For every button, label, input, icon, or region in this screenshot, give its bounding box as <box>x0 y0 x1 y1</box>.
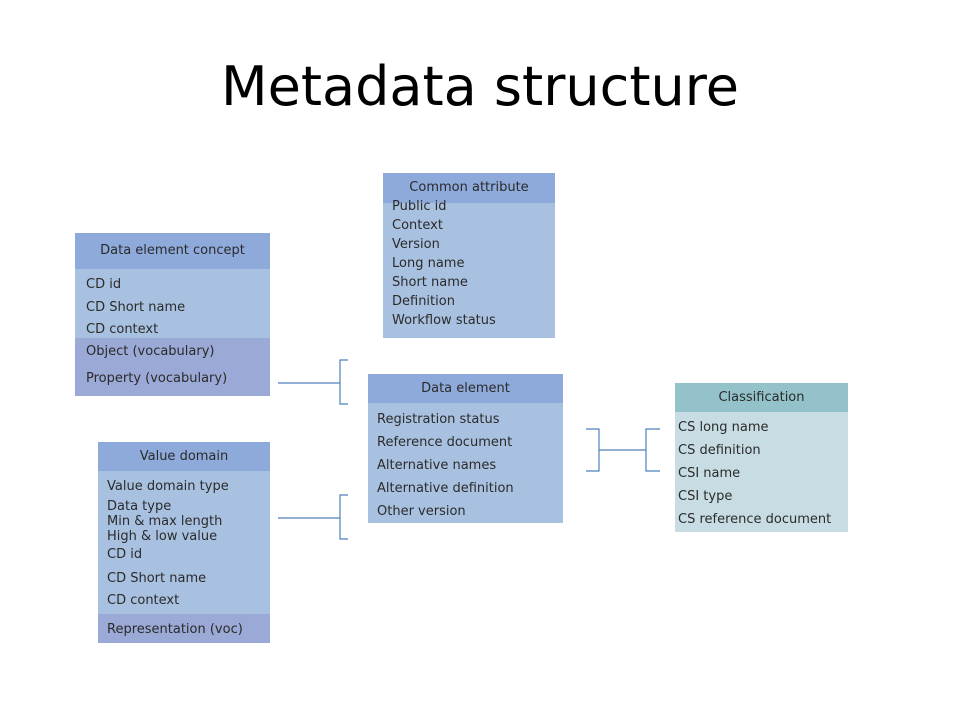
common-attribute-row: Definition <box>392 294 455 309</box>
data-element-concept-header: Data element concept <box>75 233 270 269</box>
data-element-row: Alternative definition <box>377 481 514 496</box>
classification-row: CS definition <box>678 443 761 458</box>
data-element-row: Alternative names <box>377 458 497 473</box>
common-attribute-row: Long name <box>392 256 465 271</box>
value-domain-extra-row: Representation (voc) <box>107 622 243 637</box>
data-element-concept-extra-row: Property (vocabulary) <box>86 371 228 386</box>
value-domain-row: CD context <box>107 593 180 608</box>
data-element-concept-row: CD context <box>86 322 159 337</box>
common-attribute-row: Version <box>392 237 440 252</box>
bracket-value <box>339 494 348 540</box>
common-attribute-row: Public id <box>392 199 447 214</box>
common-attribute-row: Context <box>392 218 443 233</box>
common-attribute-row: Short name <box>392 275 468 290</box>
classification-row: CSI type <box>678 489 733 504</box>
value-domain-row: CD Short name <box>107 571 207 586</box>
data-element-concept-row: CD id <box>86 277 122 292</box>
data-element-row: Reference document <box>377 435 513 450</box>
data-element-concept-extra-row: Object (vocabulary) <box>86 344 215 359</box>
data-element-box: Data element Registration status Referen… <box>368 374 563 523</box>
value-domain-row: Min & max length <box>107 514 223 529</box>
classification-row: CS long name <box>678 420 769 435</box>
bracket-classification-left <box>645 428 660 472</box>
bracket-concept <box>339 359 348 405</box>
value-domain-row: High & low value <box>107 529 218 544</box>
classification-box: Classification CS long name CS definitio… <box>675 383 848 532</box>
data-element-header: Data element <box>368 374 563 403</box>
common-attribute-header: Common attribute <box>383 173 555 203</box>
classification-header: Classification <box>675 383 848 412</box>
data-element-concept-row: CD Short name <box>86 300 186 315</box>
common-attribute-row: Workflow status <box>392 313 496 328</box>
data-element-row: Other version <box>377 504 466 519</box>
page-title: Metadata structure <box>221 55 739 118</box>
bracket-element-right <box>586 428 600 472</box>
classification-row: CS reference document <box>678 512 832 527</box>
common-attribute-box: Common attribute Public id Context Versi… <box>383 173 555 338</box>
value-domain-row: Value domain type <box>107 479 229 494</box>
classification-row: CSI name <box>678 466 741 481</box>
value-domain-row: Data type <box>107 499 172 514</box>
data-element-row: Registration status <box>377 412 500 427</box>
value-domain-box: Value domain Value domain type Data type… <box>98 442 270 643</box>
value-domain-row: CD id <box>107 547 143 562</box>
value-domain-header: Value domain <box>98 442 270 471</box>
data-element-concept-box: Data element concept CD id CD Short name… <box>75 233 270 396</box>
